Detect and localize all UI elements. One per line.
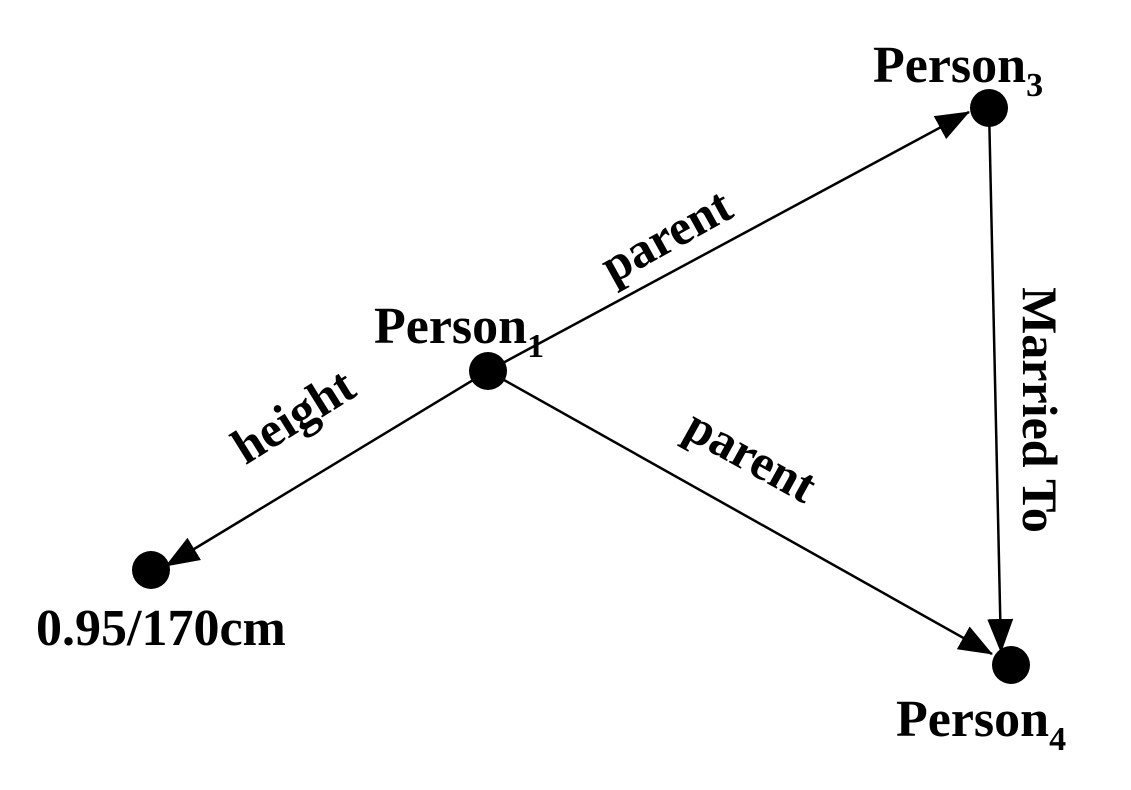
edge-label-height: height <box>222 356 365 474</box>
label-person3-name: Person <box>873 37 1026 94</box>
label-person4-name: Person <box>896 691 1049 748</box>
node-height-value <box>132 551 170 589</box>
label-person4: Person4 <box>896 691 1066 758</box>
node-person4 <box>992 646 1030 684</box>
label-height-value: 0.95/170cm <box>36 600 286 657</box>
edge-label-married-to: Married To <box>1012 287 1068 533</box>
edge-label-parent-lower: parent <box>676 397 827 514</box>
edge-parent-person1-person4 <box>487 369 993 656</box>
label-person1-subscript: 1 <box>527 328 544 365</box>
label-person1-name: Person <box>374 298 527 355</box>
label-person3-subscript: 3 <box>1026 67 1043 104</box>
edge-height-person1-value <box>165 369 489 568</box>
label-person4-subscript: 4 <box>1049 721 1066 758</box>
node-person3 <box>970 89 1008 127</box>
node-person1 <box>469 352 507 390</box>
edge-married-person3-person4 <box>987 107 1014 653</box>
label-person3: Person3 <box>873 37 1043 104</box>
label-person1: Person1 <box>374 298 544 365</box>
edge-parent-person1-person3 <box>487 110 970 373</box>
